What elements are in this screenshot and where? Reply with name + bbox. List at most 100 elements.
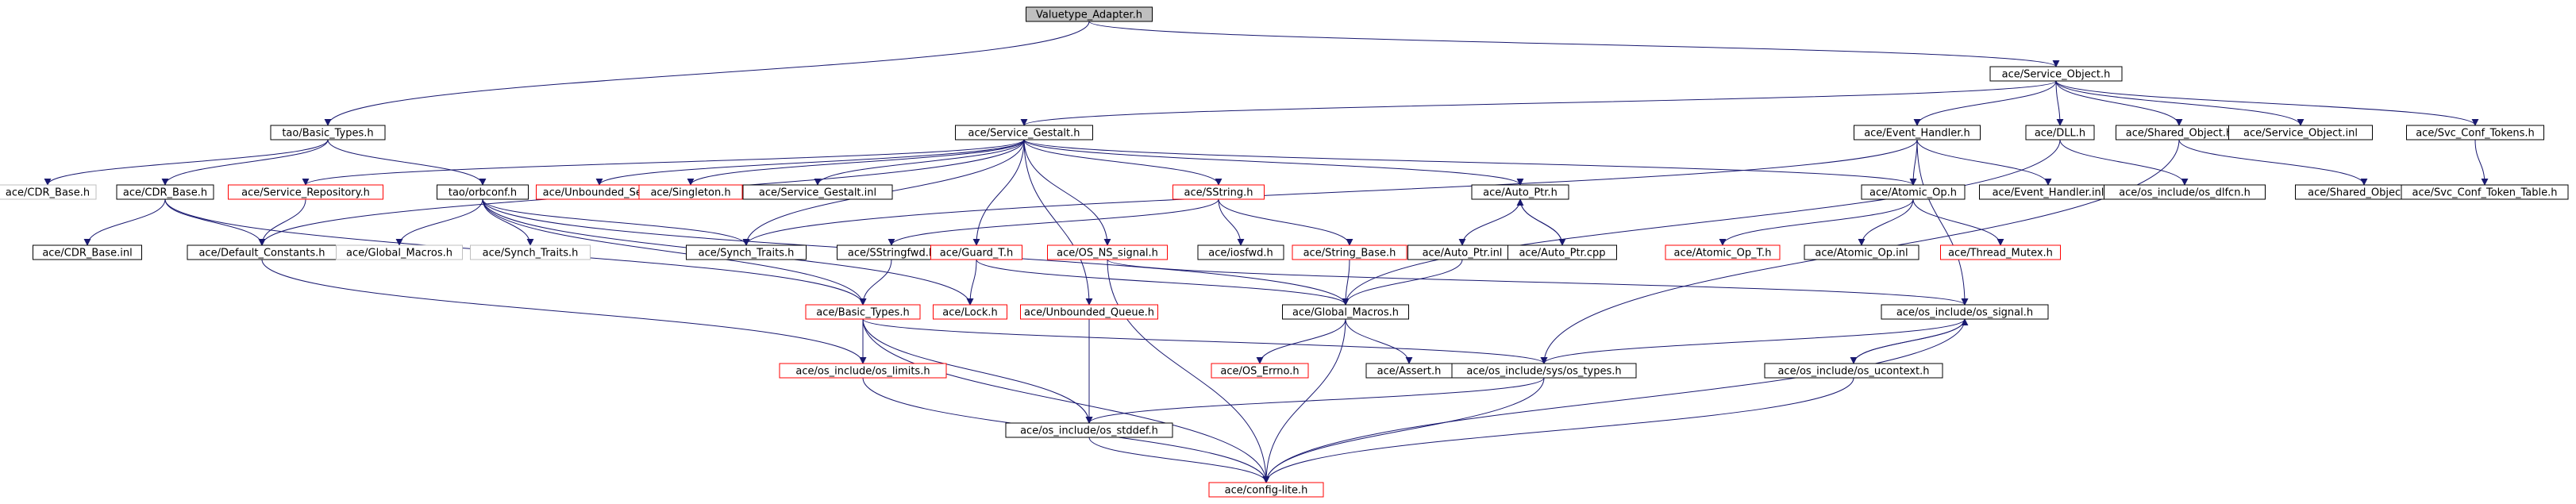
node-box (1507, 244, 1617, 260)
node-ace-global-macros-h-external[interactable]: ace/Global_Macros.h (336, 244, 463, 260)
node-ace-cdr-base-inl[interactable]: ace/CDR_Base.inl (33, 244, 142, 260)
node-ace-service-gestalt-h[interactable]: ace/Service_Gestalt.h (955, 125, 1093, 140)
node-ace-service-object-h[interactable]: ace/Service_Object.h (1989, 66, 2123, 82)
node-tao-basic-types-h[interactable]: tao/Basic_Types.h (270, 125, 386, 140)
node-ace-basic-types-h[interactable]: ace/Basic_Types.h (805, 304, 921, 320)
node-ace-os-include-os-signal-h[interactable]: ace/os_include/os_signal.h (1881, 304, 2049, 320)
edge-ace-dll-h-to-ace-global-macros-h (1342, 139, 2061, 306)
edge-tao-basic-types-h-to-tao-orbconf-h (327, 139, 487, 186)
node-label: ace/SStringfwd.h (848, 248, 935, 260)
node-tao-orbconf-h[interactable]: tao/orbconf.h (437, 184, 529, 200)
node-ace-synch-traits-h-external[interactable]: ace/Synch_Traits.h (470, 244, 591, 260)
edge-ace-default-constants-h-to-ace-os-include-os-limits-h (261, 259, 867, 364)
node-box (1020, 304, 1158, 320)
node-ace-cdr-base-h-external[interactable]: ace/CDR_Base.h (0, 184, 97, 200)
node-box (33, 244, 142, 260)
edge-ace-basic-types-h-to-ace-config-lite-h (862, 318, 1270, 483)
node-ace-atomic-op-inl[interactable]: ace/Atomic_Op.inl (1804, 244, 1919, 260)
edge-ace-service-gestalt-h-to-ace-service-gestalt-inl (814, 139, 1025, 186)
node-ace-dll-h[interactable]: ace/DLL.h (2025, 125, 2095, 140)
node-box (1881, 304, 2049, 320)
node-ace-assert-h[interactable]: ace/Assert.h (1365, 363, 1453, 379)
node-ace-unbounded-queue-h[interactable]: ace/Unbounded_Queue.h (1020, 304, 1158, 320)
node-ace-atomic-op-t-h[interactable]: ace/Atomic_Op_T.h (1665, 244, 1781, 260)
node-box (1451, 363, 1637, 379)
node-box (1854, 125, 1981, 140)
node-ace-os-include-os-stddef-h[interactable]: ace/os_include/os_stddef.h (1005, 422, 1173, 438)
node-label: ace/Global_Macros.h (1292, 307, 1399, 319)
node-label: ace/Unbounded_Queue.h (1024, 307, 1154, 319)
node-box (1197, 244, 1284, 260)
node-ace-atomic-op-h[interactable]: ace/Atomic_Op.h (1861, 184, 1966, 200)
node-box (116, 184, 214, 200)
edge-ace-sstring-h-to-ace-string-base-h (1218, 198, 1353, 246)
node-label: ace/Event_Handler.h (1864, 128, 1970, 140)
node-ace-svc-conf-token-table-h[interactable]: ace/Svc_Conf_Token_Table.h (2401, 184, 2569, 200)
node-label: ace/os_include/os_stddef.h (1020, 425, 1158, 437)
node-ace-os-include-sys-os-types-h[interactable]: ace/os_include/sys/os_types.h (1451, 363, 1637, 379)
node-ace-os-include-os-ucontext-h[interactable]: ace/os_include/os_ucontext.h (1764, 363, 1943, 379)
node-label: ace/Service_Gestalt.h (968, 128, 1080, 140)
node-ace-auto-ptr-h[interactable]: ace/Auto_Ptr.h (1471, 184, 1569, 200)
node-ace-event-handler-h[interactable]: ace/Event_Handler.h (1854, 125, 1981, 140)
edge-ace-dll-h-to-ace-os-include-os-dlfcn-h (2059, 139, 2189, 186)
node-label: ace/String_Base.h (1303, 248, 1396, 260)
node-ace-global-macros-h[interactable]: ace/Global_Macros.h (1282, 304, 1409, 320)
node-label: ace/config-lite.h (1225, 485, 1308, 497)
node-ace-config-lite-h[interactable]: ace/config-lite.h (1208, 482, 1324, 498)
node-label: ace/os_include/os_ucontext.h (1777, 366, 1929, 378)
node-box (930, 244, 1022, 260)
node-box (1940, 244, 2061, 260)
node-ace-sstring-h[interactable]: ace/SString.h (1172, 184, 1265, 200)
edge-ace-guard-t-h-to-ace-global-macros-h (976, 259, 1350, 306)
node-ace-service-repository-h[interactable]: ace/Service_Repository.h (228, 184, 383, 200)
edge-ace-event-handler-h-to-ace-event-handler-inl (1916, 139, 2052, 186)
node-ace-os-include-os-limits-h[interactable]: ace/os_include/os_limits.h (779, 363, 947, 379)
node-ace-sstringfwd-h[interactable]: ace/SStringfwd.h (837, 244, 946, 260)
node-label: ace/Service_Repository.h (241, 187, 370, 199)
node-ace-iosfwd-h[interactable]: ace/iosfwd.h (1197, 244, 1284, 260)
node-ace-cdr-base-h[interactable]: ace/CDR_Base.h (116, 184, 214, 200)
node-box (2025, 125, 2095, 140)
node-box (1292, 244, 1407, 260)
node-box (1026, 6, 1153, 22)
node-ace-service-object-inl[interactable]: ace/Service_Object.inl (2228, 125, 2373, 140)
node-ace-shared-object-h[interactable]: ace/Shared_Object.h (2116, 125, 2243, 140)
edge-ace-cdr-base-h-to-ace-cdr-base-inl (83, 198, 166, 246)
edge-ace-service-object-h-to-ace-service-gestalt-h (1020, 80, 2057, 126)
edge-ace-svc-conf-tokens-h-to-ace-svc-conf-token-table-h (2474, 139, 2489, 186)
node-box (955, 125, 1093, 140)
node-box (228, 184, 383, 200)
node-ace-guard-t-h[interactable]: ace/Guard_T.h (930, 244, 1022, 260)
edge-ace-auto-ptr-h-to-ace-auto-ptr-inl (1458, 198, 1521, 246)
node-box (779, 363, 947, 379)
node-ace-thread-mutex-h[interactable]: ace/Thread_Mutex.h (1940, 244, 2061, 260)
node-ace-synch-traits-h[interactable]: ace/Synch_Traits.h (686, 244, 807, 260)
node-ace-auto-ptr-inl[interactable]: ace/Auto_Ptr.inl (1407, 244, 1517, 260)
node-ace-svc-conf-tokens-h[interactable]: ace/Svc_Conf_Tokens.h (2406, 125, 2544, 140)
node-label: ace/CDR_Base.inl (42, 248, 132, 260)
edge-ace-auto-ptr-inl-to-ace-global-macros-h (1342, 259, 1463, 306)
node-ace-service-gestalt-inl[interactable]: ace/Service_Gestalt.inl (742, 184, 893, 200)
node-ace-default-constants-h[interactable]: ace/Default_Constants.h (187, 244, 337, 260)
edge-ace-service-object-h-to-ace-service-object-inl (2055, 80, 2305, 126)
node-ace-os-errno-h[interactable]: ace/OS_Errno.h (1211, 363, 1309, 379)
node-ace-lock-h[interactable]: ace/Lock.h (933, 304, 1007, 320)
node-ace-auto-ptr-cpp[interactable]: ace/Auto_Ptr.cpp (1507, 244, 1617, 260)
node-label: ace/Event_Handler.inl (1993, 187, 2104, 199)
node-ace-unbounded-set-h[interactable]: ace/Unbounded_Set.h (536, 184, 663, 200)
edge-ace-os-include-os-signal-h-to-ace-os-include-sys-os-types-h (1540, 318, 1966, 364)
node-box (336, 244, 463, 260)
node-label: tao/Basic_Types.h (282, 128, 373, 140)
edge-ace-service-gestalt-h-to-ace-service-repository-h (302, 139, 1025, 186)
node-ace-singleton-h[interactable]: ace/Singleton.h (638, 184, 743, 200)
node-label: ace/Auto_Ptr.cpp (1519, 248, 1605, 260)
node-box (638, 184, 743, 200)
node-ace-os-include-os-dlfcn-h[interactable]: ace/os_include/os_dlfcn.h (2104, 184, 2266, 200)
node-box (933, 304, 1007, 320)
node-box (0, 184, 97, 200)
edge-ace-service-object-h-to-ace-event-handler-h (1913, 80, 2057, 126)
node-ace-event-handler-inl[interactable]: ace/Event_Handler.inl (1979, 184, 2117, 200)
node-ace-os-ns-signal-h[interactable]: ace/OS_NS_signal.h (1047, 244, 1168, 260)
node-ace-string-base-h[interactable]: ace/String_Base.h (1292, 244, 1407, 260)
